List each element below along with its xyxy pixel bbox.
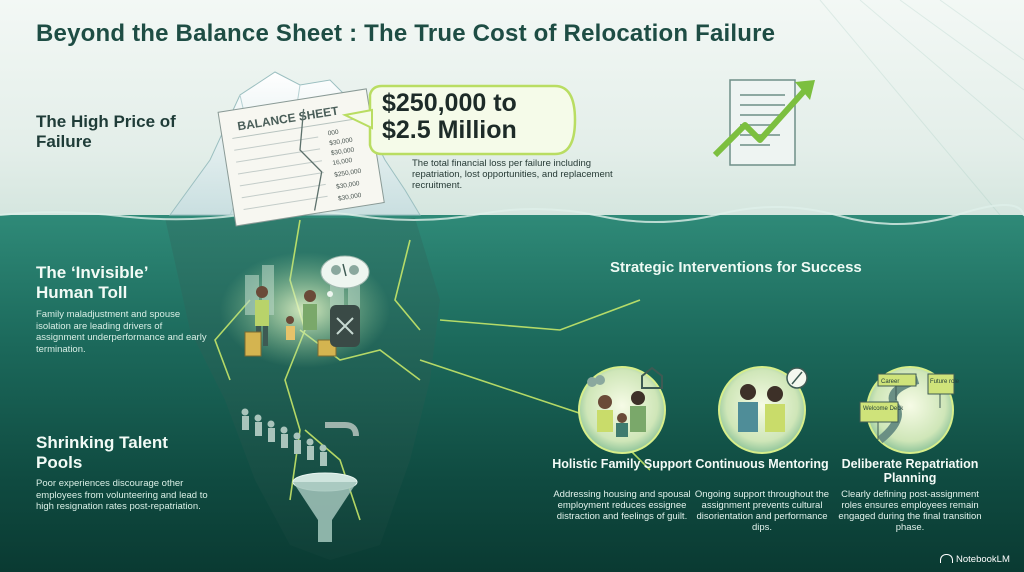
sheet-figure: 000: [327, 129, 339, 138]
chart-document-icon: [712, 79, 815, 166]
strategy-title-family: Holistic Family Support: [552, 457, 692, 471]
signpost-career: Career: [881, 379, 899, 385]
people-queue: [241, 408, 327, 466]
signpost-future-role: Future role: [930, 379, 960, 385]
strategy-title-mentoring: Continuous Mentoring: [695, 457, 829, 471]
sheet-figure: $30,000: [338, 192, 363, 203]
signpost-welcome: Welcome Deck: [863, 406, 904, 412]
strategy-desc-repatriation: Clearly defining post-assignment roles e…: [838, 489, 982, 533]
strategy-title-repatriation: Deliberate Repatriation Planning: [841, 457, 979, 485]
repatriation-badge: Career Future role Welcome Deck: [859, 366, 960, 454]
invisible-toll-title: The ‘Invisible’ Human Toll: [36, 263, 148, 302]
strategy-desc-family: Addressing housing and spousal employmen…: [553, 489, 691, 522]
sea-background: [0, 215, 1024, 572]
price-line-2: $2.5 Million: [382, 116, 517, 144]
talent-pools-title: Shrinking Talent Pools: [36, 433, 168, 472]
waterline: [0, 204, 1024, 225]
sheet-figure: $30,000: [330, 147, 355, 158]
page-title: Beyond the Balance Sheet : The True Cost…: [36, 20, 776, 47]
sheet-figure: 16,000: [332, 157, 353, 167]
sheet-figure: $30,000: [336, 180, 361, 191]
thought-bubble: [320, 255, 370, 297]
balance-sheet: BALANCE SHEET 000 $30,000 $30,000 16,000…: [217, 88, 385, 227]
strategies-heading: Strategic Interventions for Success: [610, 259, 862, 276]
brand-text: NotebookLM: [956, 554, 1010, 565]
family-support-badge: [578, 366, 666, 454]
strategy-desc-mentoring: Ongoing support throughout the assignmen…: [694, 489, 830, 533]
sheet-figure: $30,000: [329, 137, 354, 148]
funnel: [292, 472, 358, 542]
invisible-toll-description: Family maladjustment and spouse isolatio…: [36, 309, 207, 355]
price-description: The total financial loss per failure inc…: [412, 158, 613, 191]
high-price-title: The High Price of Failure: [36, 112, 176, 151]
drain-pipe: [325, 422, 359, 437]
mentoring-badge: [718, 366, 808, 454]
brand-label: NotebookLM: [940, 554, 1010, 565]
talent-pools-description: Poor experiences discourage other employ…: [36, 478, 208, 512]
sky-rays: [819, 0, 1024, 216]
price-line-1: $250,000 to: [382, 89, 517, 117]
family-figures: [244, 286, 360, 357]
price-range: $250,000 to $2.5 Million: [382, 90, 572, 144]
sheet-figure: $250,000: [334, 168, 362, 179]
notebooklm-logo-icon: [940, 554, 953, 563]
price-callout: [368, 84, 577, 156]
